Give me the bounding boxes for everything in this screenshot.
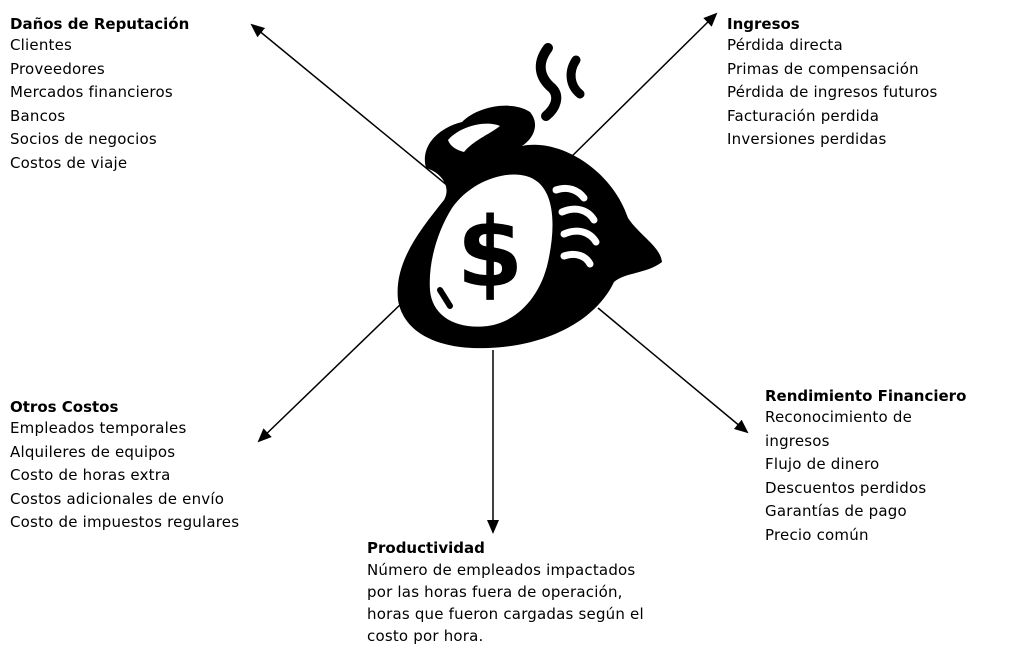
list-item: ingresos [765,431,830,450]
list-item: Primas de compensación [727,59,919,78]
income-group: Ingresos Pérdida directa Primas de compe… [727,14,938,152]
list-item: Precio común [765,525,869,544]
productivity-group: Productividad Número de empleados impact… [367,538,644,647]
financial-performance-list: Reconocimiento de ingresos Flujo de dine… [765,406,966,547]
list-item: Flujo de dinero [765,455,880,473]
productivity-line: Número de empleados impactados [367,561,636,579]
list-item: Mercados financieros [10,83,173,101]
list-item: Bancos [10,106,66,125]
money-bag-icon [397,43,662,349]
list-item: Costos adicionales de envío [10,489,225,508]
income-list: Pérdida directa Primas de compensación P… [727,34,938,152]
productivity-title: Productividad [367,539,485,557]
dollar-sign: $ [457,197,524,309]
list-item: Costo de impuestos regulares [10,513,240,531]
list-item: Reconocimiento de [765,408,912,426]
list-item: Inversiones perdidas [727,130,887,148]
productivity-line: horas que fueron cargadas según el [367,605,644,623]
list-item: Clientes [10,36,73,54]
other-costs-list: Empleados temporales Alquileres de equip… [10,417,239,535]
list-item: Proveedores [10,59,105,78]
arrow-to-reputation [250,23,449,187]
list-item: Garantías de pago [765,502,907,520]
financial-performance-group: Rendimiento Financiero Reconocimiento de… [765,386,966,547]
other-costs-title: Otros Costos [10,398,119,416]
reputation-title: Daños de Reputación [10,15,190,33]
list-item: Facturación perdida [727,106,880,125]
list-item: Empleados temporales [10,419,187,437]
list-item: Socios de negocios [10,130,157,148]
list-item: Descuentos perdidos [765,478,927,497]
income-title: Ingresos [727,15,800,33]
list-item: Pérdida directa [727,36,843,54]
other-costs-group: Otros Costos Empleados temporales Alquil… [10,397,239,535]
reputation-damage-group: Daños de Reputación Clientes Proveedores… [10,14,189,175]
list-item: Costo de horas extra [10,466,171,484]
list-item: Costos de viaje [10,153,128,172]
reputation-list: Clientes Proveedores Mercados financiero… [10,34,189,175]
arrow-to-income [561,12,718,167]
list-item: Pérdida de ingresos futuros [727,83,938,101]
productivity-line: por las horas fuera de operación, [367,583,623,601]
productivity-line: costo por hora. [367,627,484,645]
financial-performance-title: Rendimiento Financiero [765,387,967,405]
list-item: Alquileres de equipos [10,442,176,461]
arrow-to-financial-performance [597,307,749,434]
arrow-to-other-costs [257,299,406,443]
